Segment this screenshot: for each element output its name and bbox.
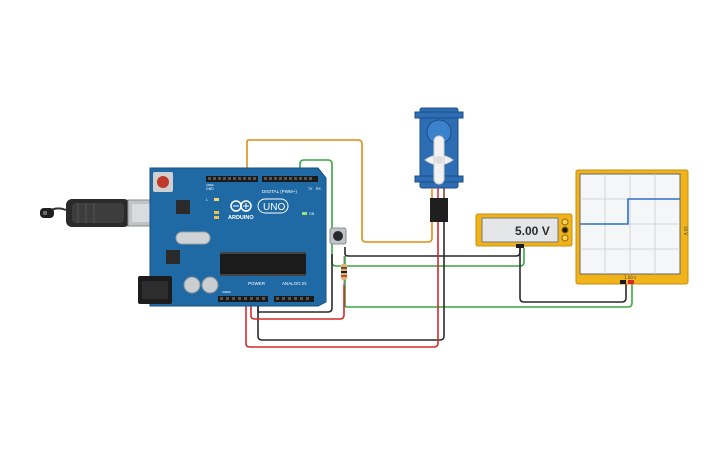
wire-black-gnd[interactable]	[257, 254, 333, 313]
push-button[interactable]	[329, 227, 347, 245]
microcontroller-chip	[220, 254, 306, 274]
wires	[245, 139, 633, 348]
scope-volt-label: 10 V	[683, 226, 688, 235]
scope-time-label: 1.00 s	[624, 275, 636, 280]
wire-red-resistor[interactable]	[250, 284, 345, 320]
analog-label: ANALOG IN	[282, 281, 307, 286]
multimeter-reading: 5.00 V	[515, 224, 550, 238]
multimeter[interactable]: 5.00 V	[475, 213, 573, 248]
servo-horn	[424, 135, 454, 185]
rx-label: RX	[316, 187, 322, 191]
gnd-label: GND	[206, 187, 214, 191]
led-l	[214, 198, 219, 201]
wire-red-5v[interactable]	[245, 222, 439, 348]
scope-trace	[580, 198, 680, 225]
servo-connector	[430, 198, 448, 222]
on-label: ON	[309, 212, 315, 216]
board-brand: ARDUINO	[228, 215, 254, 221]
wire-green-scope[interactable]	[344, 256, 633, 308]
capacitor	[183, 276, 201, 294]
wire-green-input[interactable]	[299, 159, 525, 267]
wire-orange-signal[interactable]	[246, 139, 433, 243]
board-model: UNO	[263, 202, 285, 213]
l-label: L	[206, 198, 208, 202]
servo-motor[interactable]	[414, 107, 464, 222]
oscilloscope[interactable]: 1.00 s 10 V	[575, 169, 689, 285]
digital-label: DIGITAL (PWM~)	[262, 189, 297, 194]
tx-label: TX	[308, 187, 313, 191]
wire-black-scope[interactable]	[519, 248, 627, 303]
wire-black-servo[interactable]	[257, 222, 445, 341]
aref-label: AREF	[206, 183, 214, 187]
resistor[interactable]	[341, 256, 347, 286]
arduino-logo-icon	[230, 200, 252, 212]
led-on	[302, 212, 307, 215]
power-label: POWER	[248, 281, 266, 286]
crystal	[175, 231, 211, 245]
ioref-label: IOREF	[222, 290, 231, 294]
arduino-board[interactable]: DIGITAL (PWM~) GND TX RX UNO ARDUINO L O…	[138, 167, 327, 307]
wire-black-meter[interactable]	[344, 247, 521, 257]
capacitor	[201, 276, 219, 294]
